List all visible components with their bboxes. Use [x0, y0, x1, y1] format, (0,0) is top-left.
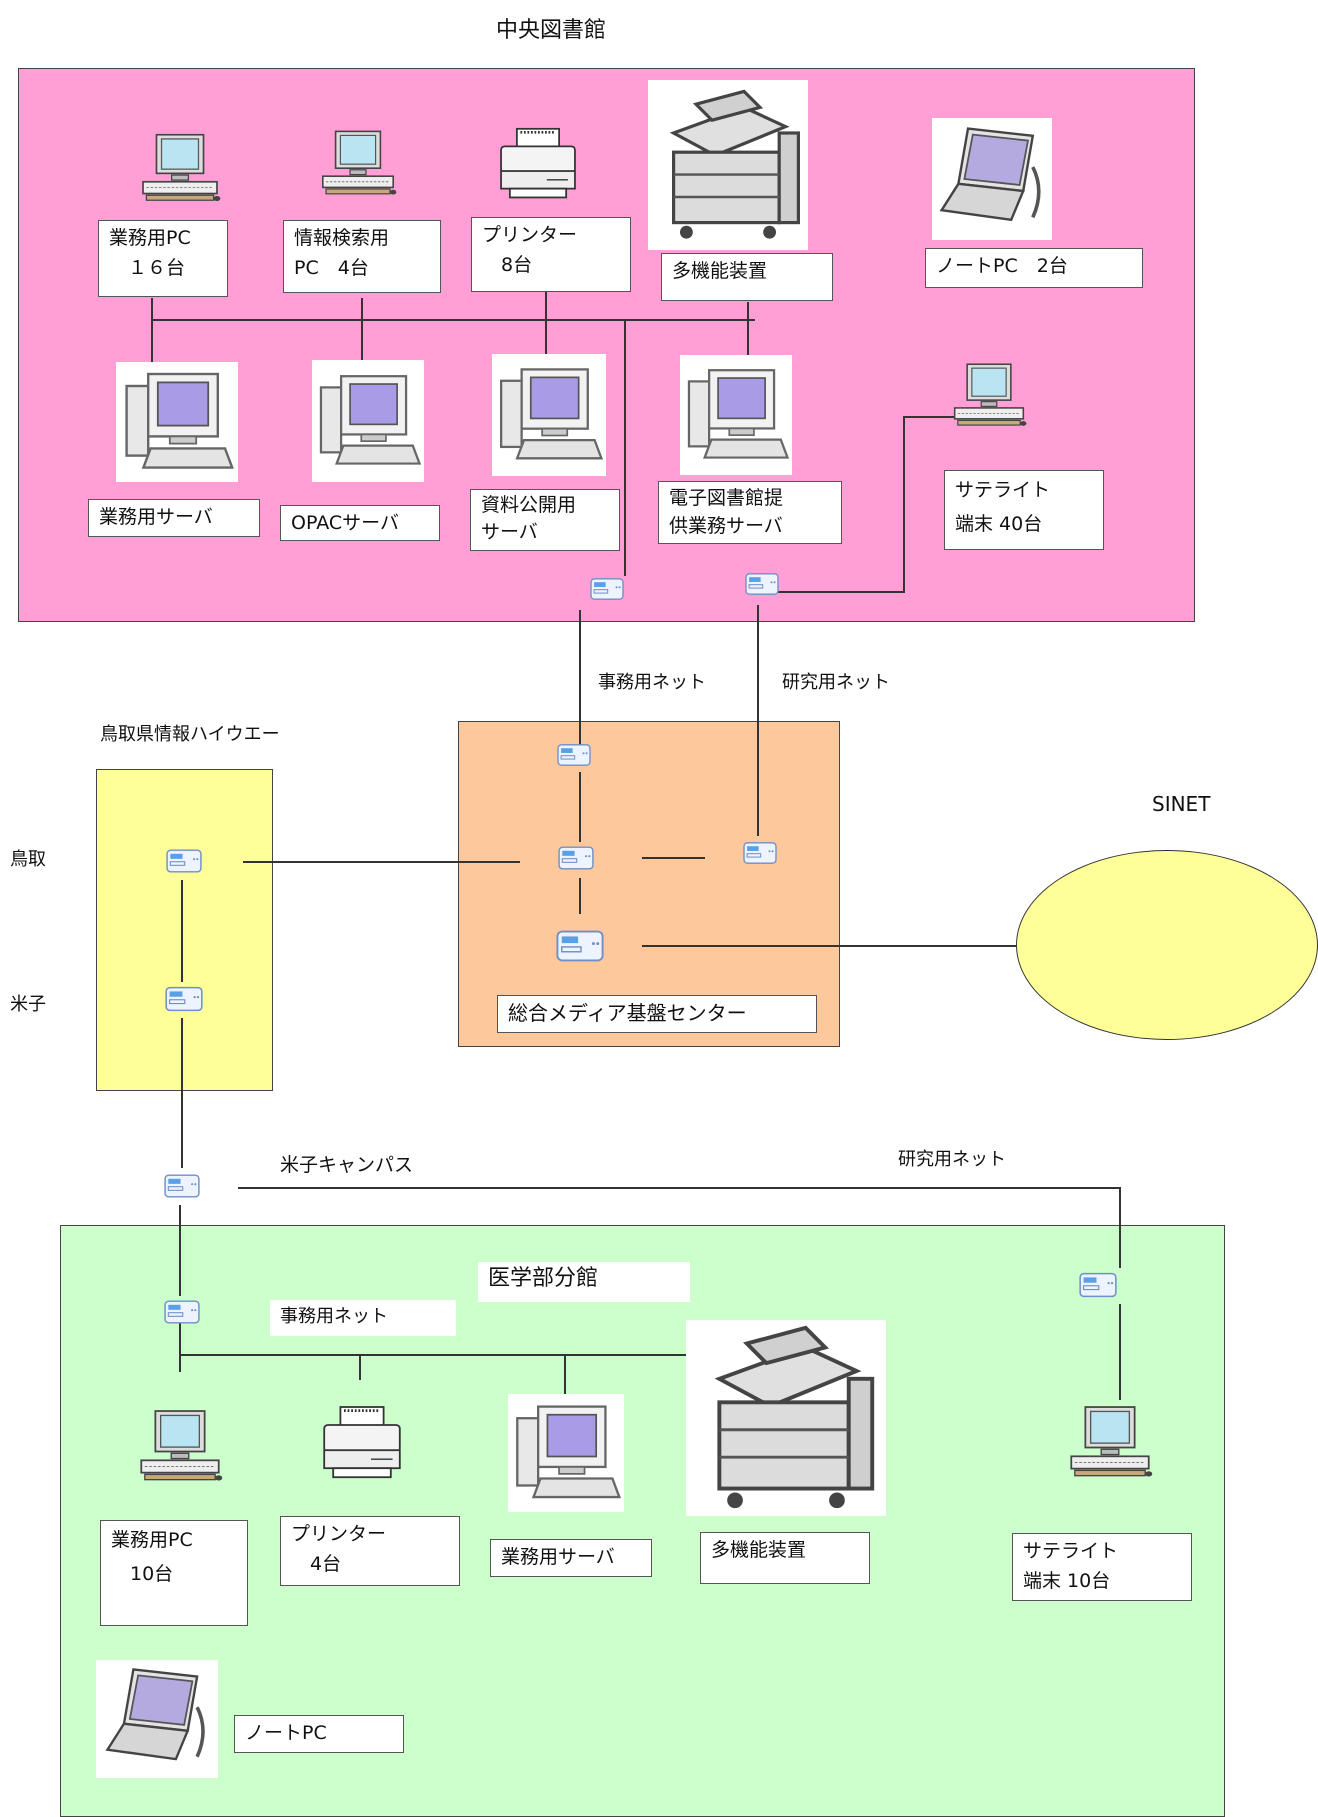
medical-notebook-icon [96, 1660, 218, 1778]
central-mfp-icon [648, 80, 808, 250]
office-net-label: 事務用ネット [598, 672, 706, 693]
central-elib-server-icon [680, 355, 792, 475]
yonago-label: 米子 [10, 994, 46, 1015]
medical-research-switch-icon [1040, 1266, 1156, 1304]
medical-office-net-label: 事務用ネット [270, 1300, 456, 1336]
media-research-switch-icon [704, 836, 816, 870]
central-work-pc-icon [132, 128, 228, 212]
central-office-switch-icon [551, 572, 663, 606]
yonago-campus-title: 米子キャンパス [280, 1154, 414, 1176]
tottori-switch-icon [126, 843, 242, 879]
central-opac-server-label: OPACサーバ [280, 505, 440, 541]
central-elib-server-label: 電子図書館提 供業務サーバ [658, 481, 842, 544]
media-core-switch-icon [520, 840, 632, 876]
medical-printer-label: プリンター 4台 [280, 1516, 460, 1586]
central-public-server-label: 資料公開用 サーバ [470, 489, 620, 551]
highway-region [96, 769, 273, 1091]
central-research-switch-icon [706, 567, 818, 601]
medical-work-server-icon [508, 1394, 624, 1512]
medical-work-server-label: 業務用サーバ [490, 1539, 652, 1577]
medical-satellite-label: サテライト 端末 10台 [1012, 1533, 1192, 1601]
campus-switch-icon [124, 1168, 240, 1204]
media-center-region [458, 721, 840, 1047]
central-printer-icon [488, 120, 588, 208]
medical-library-title: 医学部分館 [478, 1262, 690, 1302]
central-printer-label: プリンター 8台 [471, 217, 631, 292]
media-sinet-switch-icon [524, 922, 636, 970]
central-satellite-pc-icon [940, 358, 1038, 436]
central-library-title: 中央図書館 [496, 18, 607, 43]
central-opac-server-icon [312, 360, 424, 482]
central-work-pc-label: 業務用PC １６台 [98, 220, 228, 297]
research-net-label: 研究用ネット [782, 672, 890, 693]
sinet-title: SINET [1152, 792, 1211, 816]
central-satellite-label: サテライト 端末 40台 [944, 470, 1104, 550]
medical-office-switch-icon [124, 1294, 240, 1330]
medical-work-pc-icon [128, 1404, 232, 1492]
yonago-switch-icon [126, 980, 242, 1018]
medical-satellite-pc-icon [1056, 1400, 1164, 1488]
sinet-cloud [1016, 850, 1318, 1040]
central-work-server-icon [116, 362, 238, 482]
central-search-pc-icon [308, 125, 408, 205]
central-notebook-icon [932, 118, 1052, 240]
medical-mfp-icon [686, 1320, 886, 1516]
tottori-label: 鳥取 [10, 849, 46, 870]
media-office-switch-icon [518, 738, 630, 772]
central-public-server-icon [492, 354, 606, 476]
central-work-server-label: 業務用サーバ [88, 499, 260, 537]
central-notebook-label: ノートPC 2台 [925, 248, 1143, 288]
central-mfp-label: 多機能装置 [661, 253, 833, 301]
campus-research-net-label: 研究用ネット [898, 1149, 1006, 1170]
highway-title: 鳥取県情報ハイウエー [100, 724, 280, 745]
medical-notebook-label: ノートPC [234, 1715, 404, 1753]
medical-printer-icon [308, 1398, 416, 1488]
central-search-pc-label: 情報検索用 PC 4台 [283, 220, 441, 293]
medical-mfp-label: 多機能装置 [700, 1532, 870, 1584]
media-center-title: 総合メディア基盤センター [497, 995, 817, 1033]
medical-work-pc-label: 業務用PC 10台 [100, 1520, 248, 1626]
